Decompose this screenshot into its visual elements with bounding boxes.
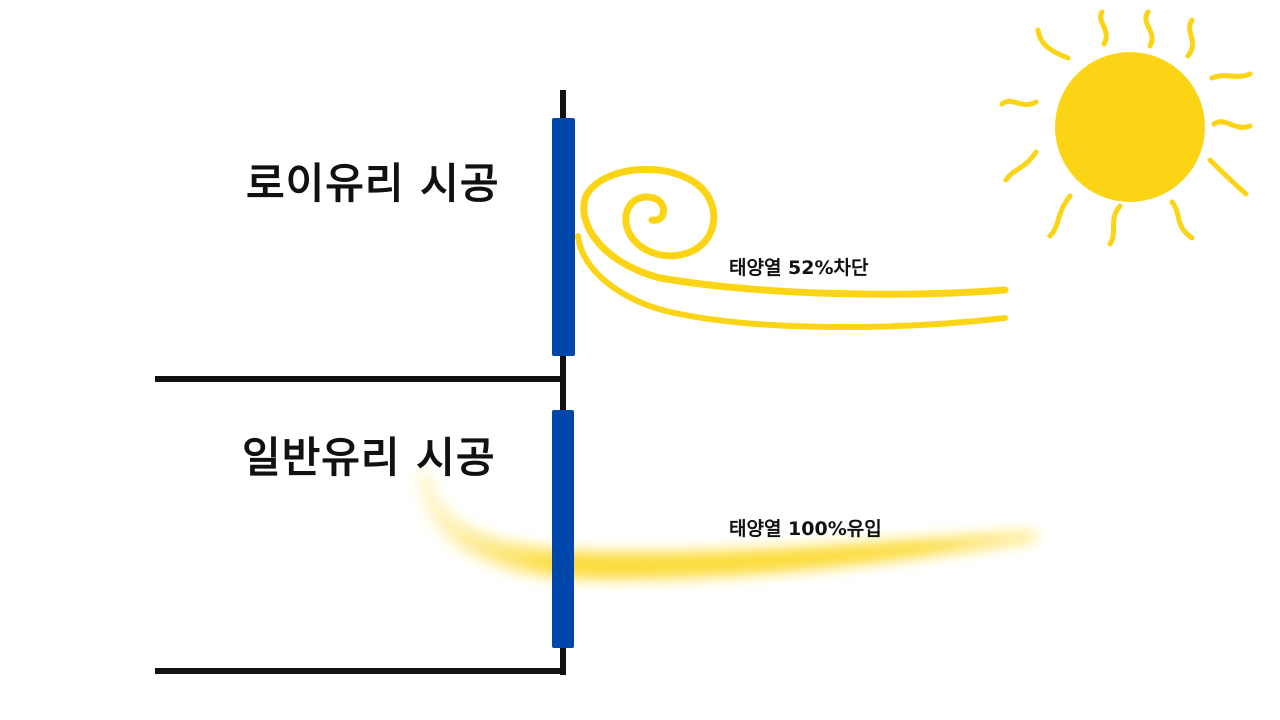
- sun-icon: [999, 9, 1253, 247]
- heat-inflow-caption: 태양열 100%유입: [729, 518, 882, 540]
- heat-inflow-wave: [420, 470, 1036, 580]
- heat-blocked-spiral: [575, 165, 1009, 331]
- normal-glass-label: 일반유리 시공: [242, 433, 496, 482]
- normal-glass-panel: [552, 410, 574, 648]
- heat-blocked-caption: 태양열 52%차단: [729, 257, 869, 279]
- low-e-glass-label: 로이유리 시공: [246, 159, 500, 208]
- low-e-glass-panel: [552, 118, 575, 356]
